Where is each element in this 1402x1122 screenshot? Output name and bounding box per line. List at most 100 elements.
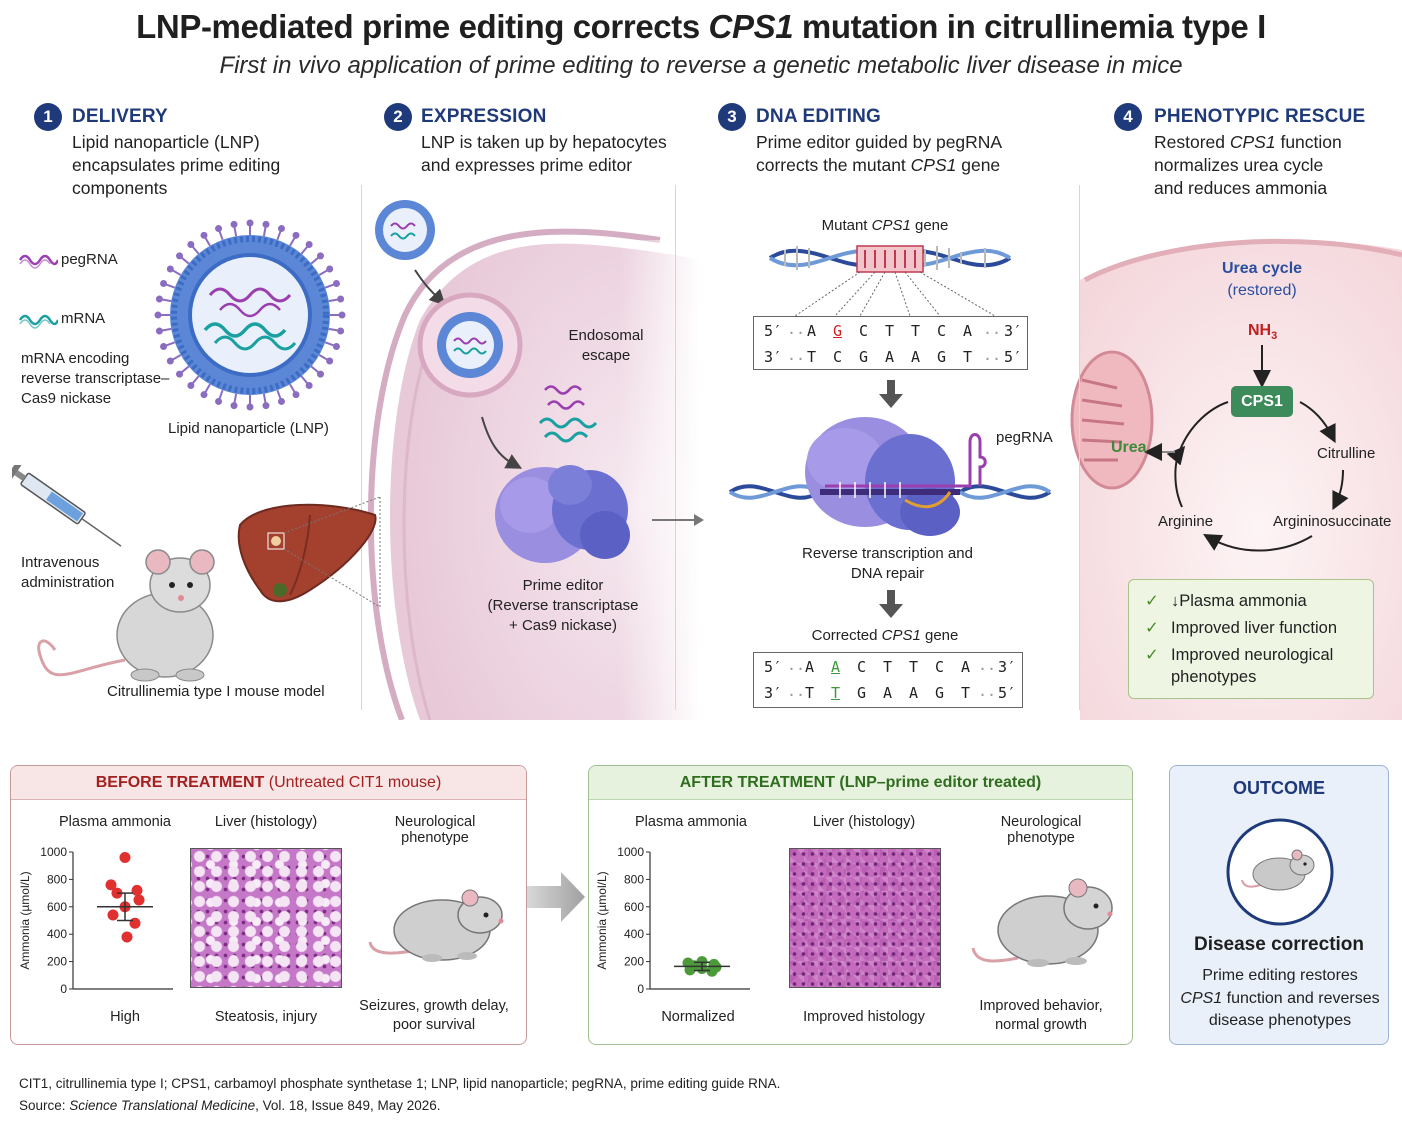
step-1-title: DELIVERY: [72, 106, 168, 127]
before-col-neuro: Neurological phenotype: [394, 814, 476, 846]
iv-label: Intravenous administration: [21, 554, 115, 591]
step-2-number: 2: [384, 103, 412, 131]
before-chart-data-point: [119, 851, 131, 863]
mutant-top-5prime: 5′: [764, 322, 783, 340]
check-item: ✓Improved liver function: [1145, 619, 1337, 637]
after-col-neuro: Neurological phenotype: [1000, 814, 1082, 846]
before-chart-y-axis-label: Ammonia (µmol/L): [18, 871, 32, 969]
mouse-model-label: Citrullinemia type I mouse model: [107, 683, 325, 700]
cps1-enzyme-badge: CPS1: [1231, 386, 1293, 417]
before-chart-data-point: [133, 894, 145, 906]
after-chart-y-tick-label: 0: [637, 982, 644, 996]
mutant-top-base: G: [833, 322, 843, 340]
syringe-icon: [12, 465, 122, 547]
seq-ellipsis: ..: [787, 346, 806, 364]
before-treatment-panel: BEFORE TREATMENT (Untreated CIT1 mouse): [10, 765, 527, 1045]
mouse-model-illustration: [37, 549, 215, 682]
mutant-bottom-base: G: [859, 348, 869, 366]
title-gene: CPS1: [708, 8, 794, 45]
argininosuccinate-label: Argininosuccinate: [1273, 513, 1392, 530]
corrected-top-base: A: [805, 658, 815, 676]
before-chart-data-point: [105, 879, 117, 891]
corrected-top-base: A: [961, 658, 971, 676]
lnp-peg-head: [187, 241, 195, 249]
prime-editor-sub-label: (Reverse transcriptase: [487, 597, 639, 614]
divider-1: [361, 185, 362, 710]
urea-cycle-diagram: [1144, 345, 1349, 552]
pegrna-wave-icon: [18, 254, 58, 269]
endosomal-escape-label: Endosomal escape: [568, 327, 644, 364]
mutant-bottom-base: C: [833, 348, 843, 366]
before-chart-data-point: [131, 884, 143, 896]
lnp-peg-head: [160, 280, 168, 288]
rt-repair-label: Reverse transcription and DNA repair: [802, 545, 973, 582]
lnp-peg-head: [332, 280, 340, 288]
mutant-top-base: C: [937, 322, 947, 340]
down-arrow-icon: [879, 380, 903, 408]
outcome-subtitle: Disease correction: [1193, 934, 1365, 955]
mutant-bottom-base: A: [911, 348, 921, 366]
corrected-top-3prime: 3′: [998, 658, 1017, 676]
after-chart-y-tick-label: 800: [624, 872, 644, 886]
after-chart-y-tick-label: 200: [624, 955, 644, 969]
liver-zoom-lines: [283, 496, 381, 608]
after-chart-y-axis-label: Ammonia (µmol/L): [595, 871, 609, 969]
lnp-peg-head: [337, 327, 345, 335]
step-3-desc: Prime editor guided by pegRNA corrects t…: [756, 132, 1002, 175]
step-4-title: PHENOTYPIC RESCUE: [1154, 106, 1366, 127]
nh3-label: NH3: [1248, 322, 1278, 343]
lnp-peg-head: [176, 370, 184, 378]
lnp-peg-head: [176, 252, 184, 260]
corrected-bottom-3prime: 3′: [764, 684, 783, 702]
seq-ellipsis: ..: [983, 320, 1002, 338]
seq-ellipsis: ..: [978, 682, 997, 700]
corrected-top-base: T: [883, 658, 893, 676]
lnp-peg-head: [230, 402, 238, 410]
pegrna-legend-label: pegRNA: [61, 251, 118, 268]
title-text-end: mutation in citrullinemia type I: [793, 8, 1266, 45]
before-chart-y-tick-label: 400: [47, 927, 67, 941]
corrected-bottom-base: A: [909, 684, 919, 702]
panel2-to-3-arrow: [652, 514, 704, 526]
lnp-peg-head: [262, 402, 270, 410]
after-foot-ammonia: Normalized: [661, 1009, 735, 1025]
step-3-number: 3: [718, 103, 746, 131]
outcome-title: OUTCOME: [1233, 778, 1325, 798]
seq-ellipsis: ..: [787, 682, 806, 700]
step-2-desc: LNP is taken up by hepatocytes and expre…: [421, 132, 667, 175]
lnp-peg-head: [338, 311, 346, 319]
step-3-title: DNA EDITING: [756, 106, 881, 127]
before-foot-histology: Steatosis, injury: [214, 1009, 318, 1025]
mutant-bottom-5prime: 5′: [1004, 348, 1023, 366]
mutant-bottom-base: T: [963, 348, 973, 366]
lnp-peg-head: [337, 295, 345, 303]
lnp-peg-head: [305, 381, 313, 389]
mutant-bottom-3prime: 3′: [764, 348, 783, 366]
lnp-peg-head: [316, 252, 324, 260]
lnp-peg-head: [326, 357, 334, 365]
after-foot-histology: Improved histology: [803, 1009, 925, 1025]
check-item: ✓↓Plasma ammonia: [1145, 592, 1307, 610]
prime-editor-protein: [495, 465, 630, 563]
lnp-illustration: [154, 219, 346, 411]
before-foot-ammonia: High: [110, 1009, 140, 1025]
mutant-top-base: C: [859, 322, 869, 340]
lnp-peg-head: [166, 265, 174, 273]
rescue-checklist: ✓↓Plasma ammonia ✓Improved liver functio…: [1128, 579, 1374, 699]
after-mouse-illustration: [971, 878, 1113, 967]
lnp-peg-head: [154, 311, 162, 319]
divider-3: [1079, 185, 1080, 710]
lnp-peg-head: [305, 241, 313, 249]
check-item: ✓Improved neurological phenotypes: [1145, 646, 1334, 686]
lnp-peg-head: [155, 295, 163, 303]
corrected-bottom-base: T: [805, 684, 815, 702]
before-chart-data-point: [121, 931, 133, 943]
before-foot-neuro: Seizures, growth delay, poor survival: [359, 998, 509, 1033]
lnp-peg-head: [246, 403, 254, 411]
mutant-dna-helix: [768, 245, 1012, 317]
before-panel-header: BEFORE TREATMENT (Untreated CIT1 mouse): [11, 766, 526, 800]
step-2-title: EXPRESSION: [421, 106, 547, 127]
check-icon: ✓: [1145, 619, 1159, 637]
mutant-bottom-base: A: [885, 348, 895, 366]
mutant-sequence-box: [753, 316, 1028, 370]
